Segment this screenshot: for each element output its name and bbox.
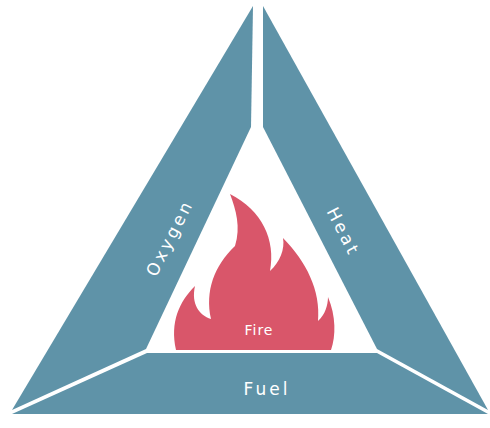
- node-label: Fuel: [244, 381, 291, 398]
- fire-flame-outline: [174, 194, 334, 350]
- fuel-band-outline: [12, 353, 488, 414]
- node-label: Fire: [245, 323, 274, 337]
- fire-flame: Fire: [160, 180, 340, 352]
- fuel-band: Fuel: [12, 353, 488, 414]
